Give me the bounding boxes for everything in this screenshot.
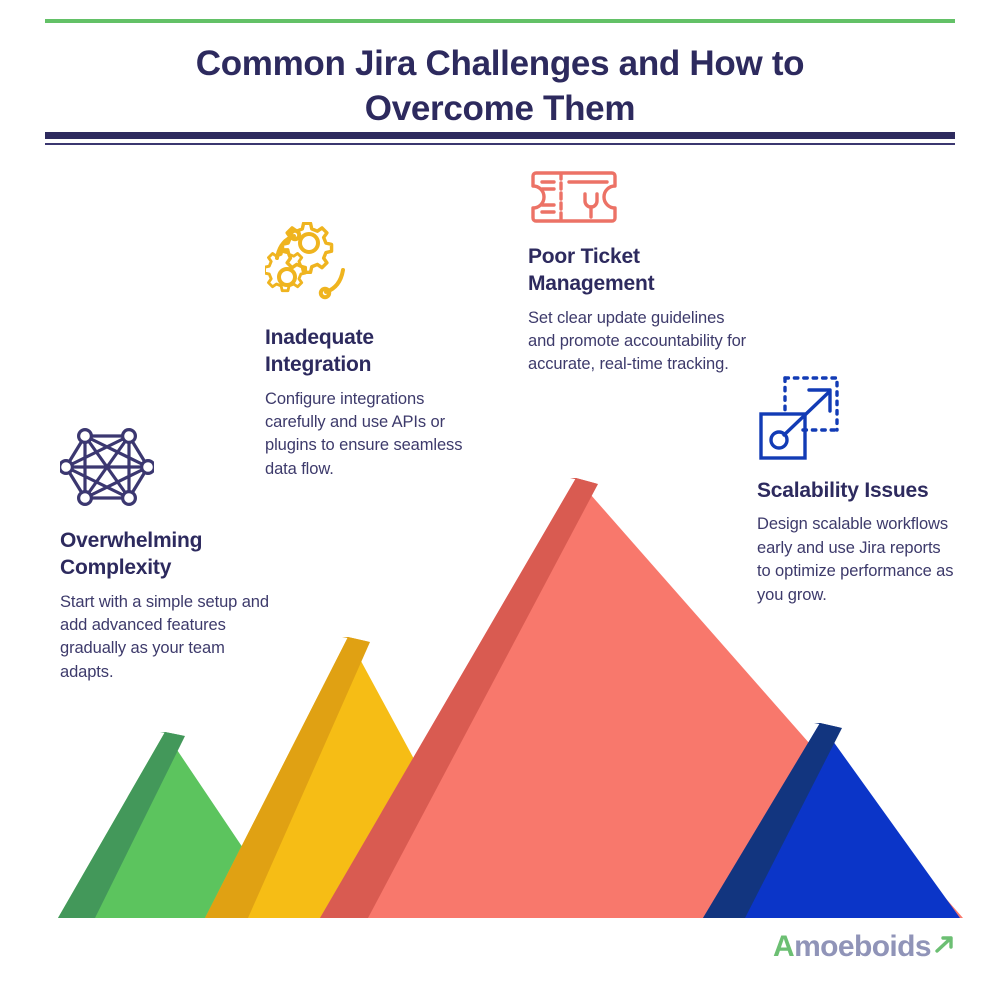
- page-title-line-1: Common Jira Challenges and How to: [195, 44, 805, 83]
- panel-heading: Overwhelming Complexity: [60, 529, 203, 580]
- panel-heading: Inadequate Integration: [265, 326, 374, 377]
- panel-poor-ticket-management: Poor Ticket Management Set clear update …: [528, 168, 750, 377]
- header-bottom-rule-thick: [45, 132, 955, 139]
- panel-overwhelming-complexity: Overwhelming Complexity Start with a sim…: [57, 424, 278, 684]
- logo-accent-letter: A: [773, 930, 795, 963]
- header-top-rule: [45, 19, 955, 23]
- scale-arrow-icon: [757, 372, 957, 465]
- ticket-wrench-icon: [528, 168, 750, 231]
- header-bottom-rule-thin: [45, 143, 955, 145]
- panel-inadequate-integration: Inadequate Integration Configure integra…: [263, 221, 477, 481]
- network-graph-icon: [57, 424, 278, 515]
- logo-text: moeboids: [794, 930, 931, 963]
- panel-body: Design scalable workflows early and use …: [757, 515, 954, 604]
- panel-body: Set clear update guidelines and promote …: [528, 308, 747, 374]
- panel-heading: Poor Ticket Management: [528, 245, 655, 296]
- gears-icon: [263, 221, 477, 312]
- mountain-scalability: [703, 723, 960, 918]
- page-title: Common Jira Challenges and How to Overco…: [100, 42, 900, 132]
- logo-arrow-icon: [933, 934, 955, 961]
- panel-heading: Scalability Issues: [757, 479, 929, 502]
- panel-body: Configure integrations carefully and use…: [265, 389, 463, 478]
- mountain-complexity: [58, 732, 290, 918]
- panel-body: Start with a simple setup and add advanc…: [60, 592, 269, 681]
- page-title-line-2: Overcome Them: [364, 88, 636, 128]
- panel-scalability-issues: Scalability Issues Design scalable workf…: [757, 372, 957, 607]
